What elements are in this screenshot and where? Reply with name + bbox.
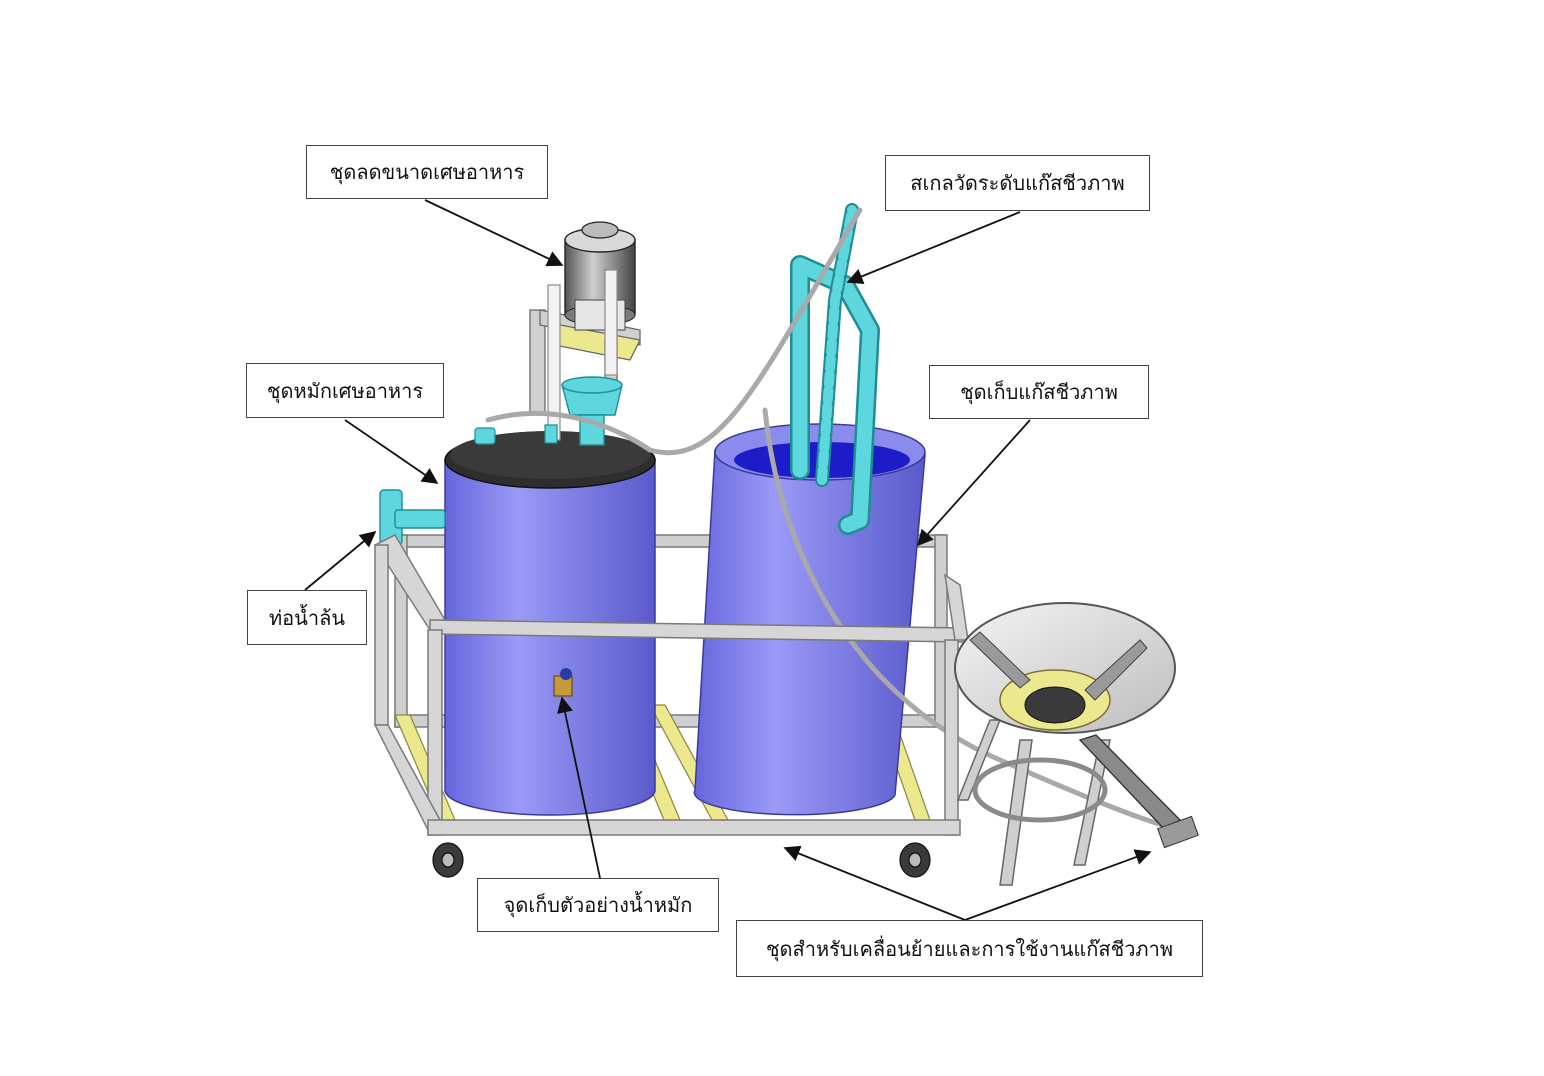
- storage-tank: [693, 423, 926, 816]
- leader-digester: [344, 419, 439, 484]
- grinder-unit: [564, 221, 636, 331]
- label-biogas-storage: ชุดเก็บแก๊สชีวภาพ: [929, 365, 1149, 419]
- sample-valve: [553, 668, 573, 697]
- label-transport-and-usage-set: ชุดสำหรับเคลื่อนย้ายและการใช้งานแก๊สชีวภ…: [736, 920, 1203, 977]
- label-biogas-level-gauge: สเกลวัดระดับแก๊สชีวภาพ: [885, 155, 1150, 211]
- label-overflow-pipe: ท่อน้ำล้น: [247, 590, 367, 645]
- lid-fittings: [474, 424, 558, 445]
- leader-overflow: [304, 530, 377, 591]
- leader-storage: [916, 419, 1031, 547]
- leader-sample: [557, 696, 601, 879]
- cart-frame-front: [373, 534, 969, 836]
- grinder-pipes: [547, 269, 618, 441]
- leader-gauge: [846, 211, 1021, 285]
- overflow-pipe-part: [379, 489, 446, 546]
- leader-grinder: [424, 199, 564, 267]
- gas-gauge-pipes: [790, 203, 880, 535]
- label-food-waste-digester: ชุดหมักเศษอาหาร: [246, 363, 444, 418]
- cart-wheels: [432, 842, 931, 878]
- label-sample-collection-point: จุดเก็บตัวอย่างน้ำหมัก: [477, 878, 719, 932]
- leader-transport-stove: [964, 849, 1152, 921]
- gas-stove: [954, 602, 1199, 886]
- digester-tank: [444, 431, 656, 816]
- leader-transport-cart: [783, 845, 966, 921]
- leader-lines: [304, 199, 1152, 921]
- label-food-waste-grinder: ชุดลดขนาดเศษอาหาร: [306, 145, 548, 199]
